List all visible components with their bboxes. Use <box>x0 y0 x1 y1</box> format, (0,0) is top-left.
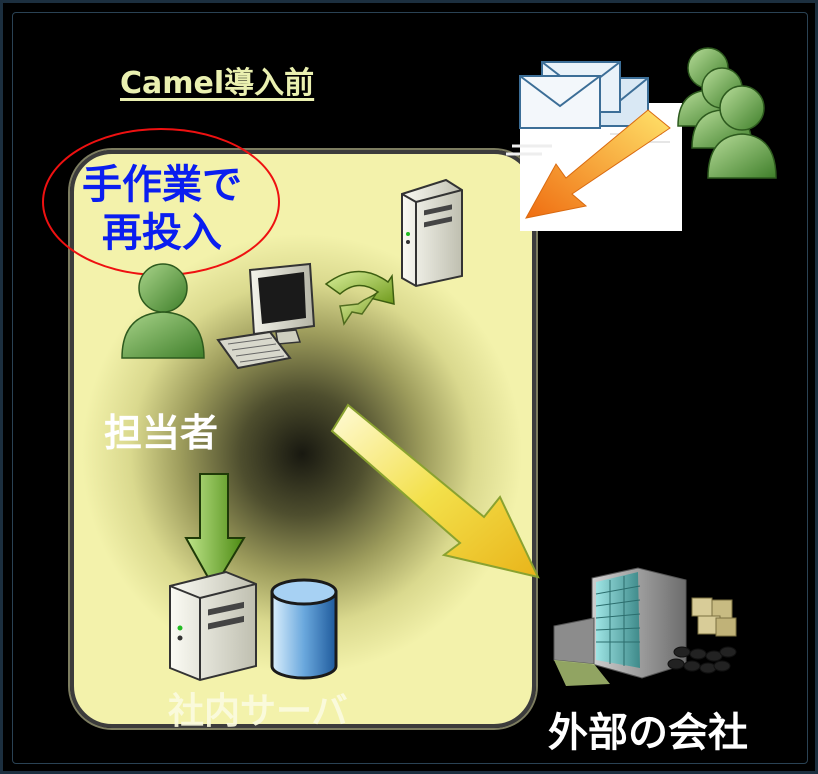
operator-label: 担当者 <box>104 411 219 455</box>
server-icon <box>401 178 463 288</box>
external-company-label: 外部の会社 <box>548 710 748 756</box>
workstation-icon <box>216 262 316 370</box>
yellow-arrow-icon <box>330 403 540 579</box>
mail-icon <box>506 61 670 156</box>
down-arrow-icon <box>184 473 246 590</box>
callout-line-1: 手作業で <box>82 162 242 208</box>
people-group-icon <box>677 47 777 179</box>
orange-arrow-icon <box>525 109 671 219</box>
curved-arrow-icon <box>324 270 395 326</box>
person-icon <box>121 263 205 359</box>
server-icon <box>169 570 257 682</box>
slide-frame <box>12 12 808 764</box>
company-building-icon <box>553 567 737 686</box>
callout-line-2: 再投入 <box>102 210 222 256</box>
diagram-title: Camel導入前 <box>120 66 315 101</box>
server-label: 社内サーバ <box>168 691 348 732</box>
database-icon <box>270 578 338 680</box>
